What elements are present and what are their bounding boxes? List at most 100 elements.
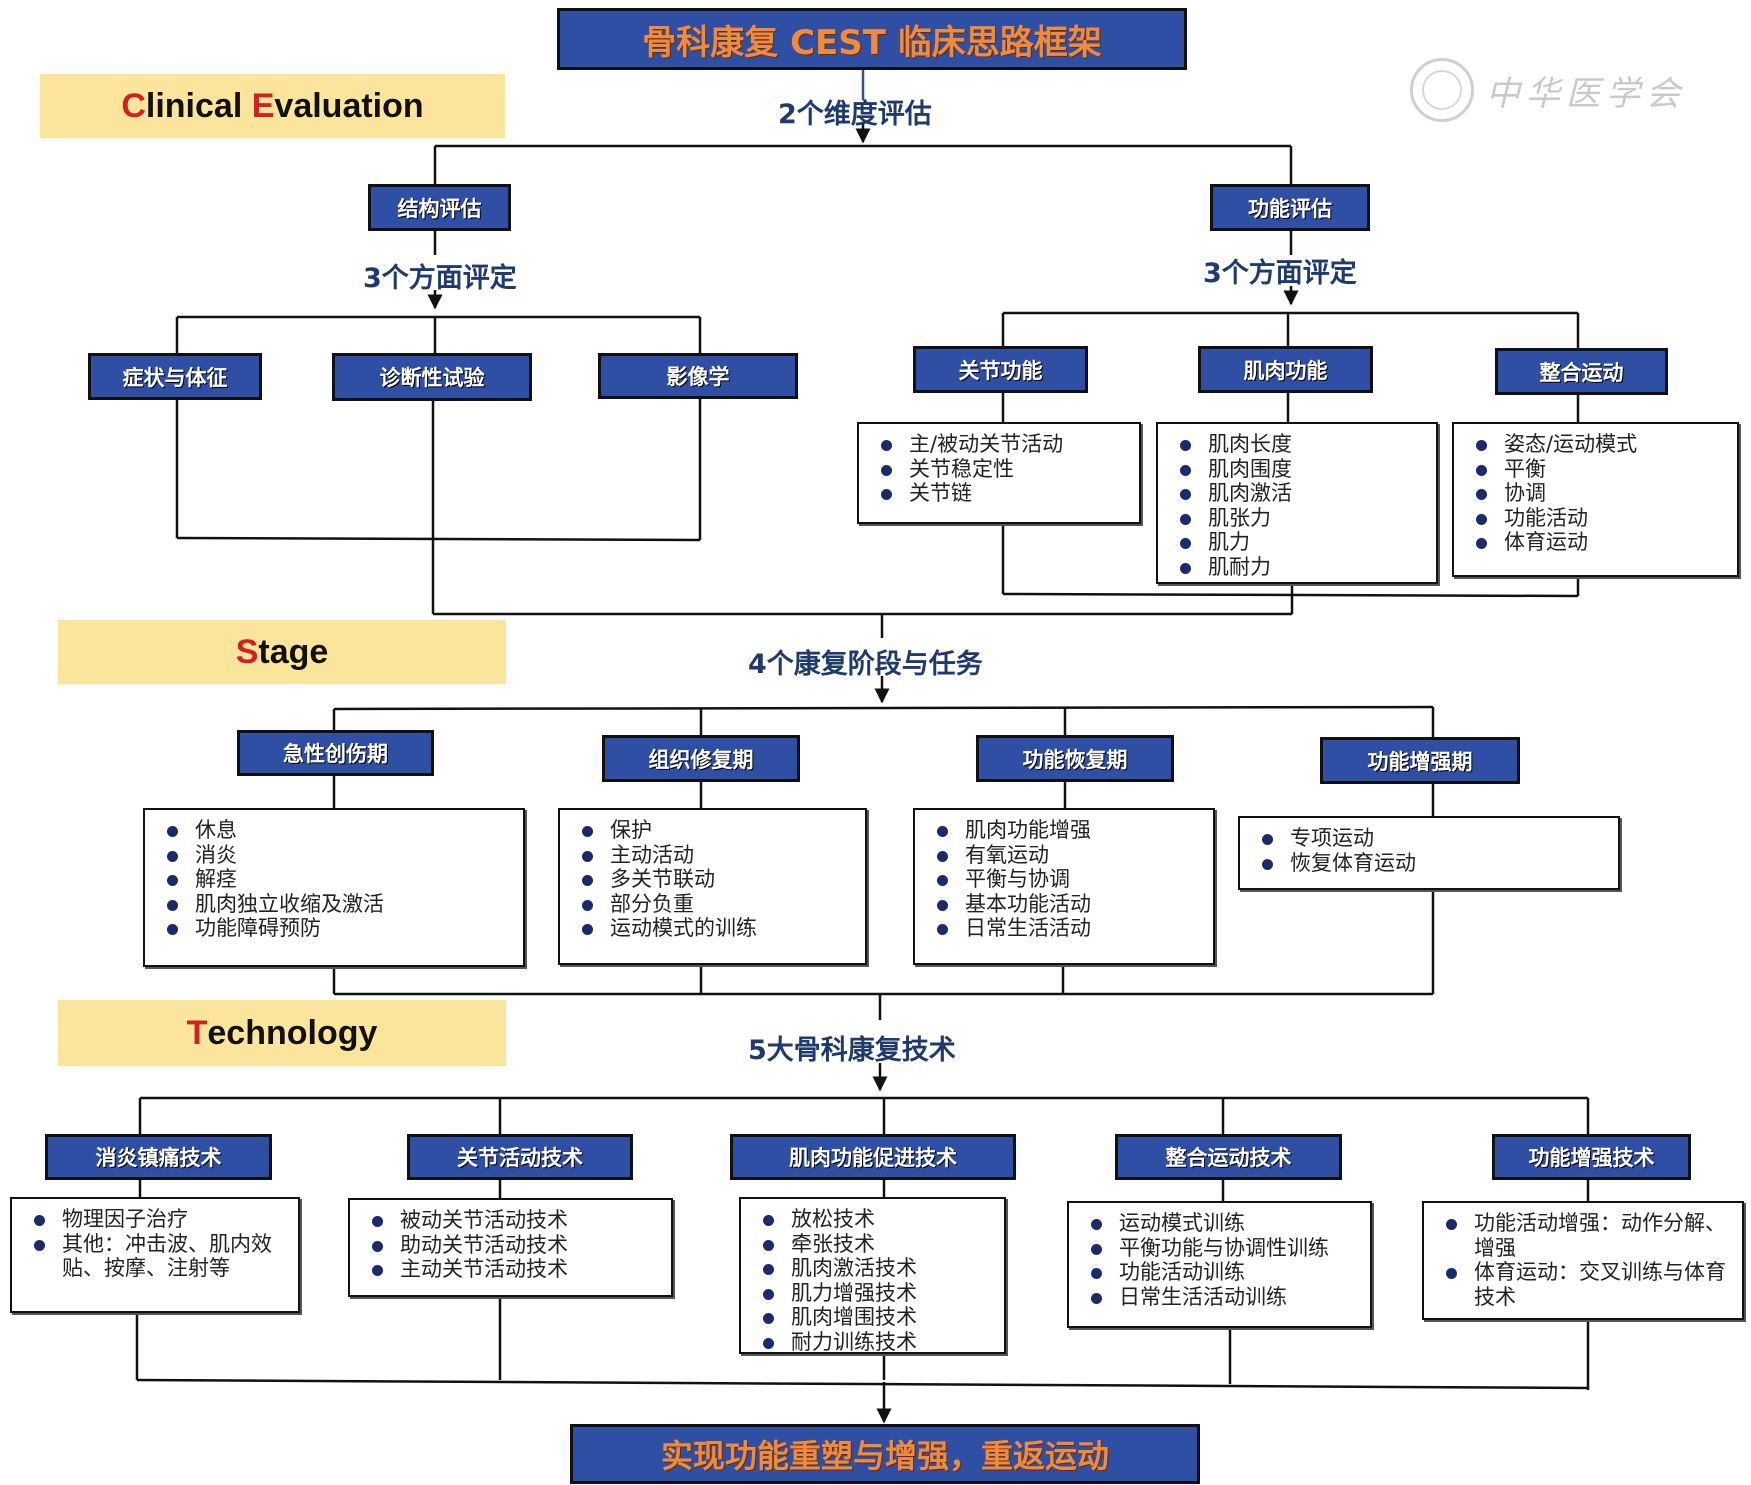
list-item: 多关节联动 bbox=[578, 867, 855, 892]
list-item: 恢复体育运动 bbox=[1258, 851, 1608, 876]
list-item: 功能活动增强：动作分解、增强 bbox=[1442, 1211, 1732, 1260]
node-integrated-movement-tech: 整合运动技术 bbox=[1115, 1134, 1342, 1180]
list-item: 关节稳定性 bbox=[877, 457, 1129, 482]
node-acute-phase: 急性创伤期 bbox=[237, 730, 434, 776]
watermark-text: 中华医学会 bbox=[1486, 73, 1686, 114]
list-integrated-movement-tech: 运动模式训练 平衡功能与协调性训练 功能活动训练 日常生活活动训练 bbox=[1067, 1201, 1372, 1328]
section-initial: T bbox=[186, 1013, 208, 1052]
list-joint-mobility-tech: 被动关节活动技术 助动关节活动技术 主动关节活动技术 bbox=[348, 1198, 673, 1297]
goal-box: 实现功能重塑与增强，重返运动 bbox=[570, 1424, 1200, 1484]
section-initial: C bbox=[121, 86, 146, 125]
node-muscle-function: 肌肉功能 bbox=[1198, 346, 1373, 393]
list-enhancement-phase: 专项运动 恢复体育运动 bbox=[1238, 816, 1620, 890]
node-label: 功能增强期 bbox=[1367, 749, 1473, 774]
list-function-enhancement-tech: 功能活动增强：动作分解、增强 体育运动：交叉训练与体育技术 bbox=[1422, 1201, 1744, 1320]
section-initial: E bbox=[251, 86, 275, 125]
list-item: 保护 bbox=[578, 818, 855, 843]
node-structure-evaluation: 结构评估 bbox=[368, 184, 511, 231]
node-label: 整合运动技术 bbox=[1165, 1146, 1292, 1170]
node-anti-inflammatory-tech: 消炎镇痛技术 bbox=[45, 1134, 272, 1180]
list-item: 体育运动 bbox=[1472, 530, 1727, 555]
list-item: 肌肉围度 bbox=[1176, 457, 1426, 482]
node-label: 功能增强技术 bbox=[1528, 1146, 1655, 1170]
section-text: tage bbox=[258, 632, 329, 671]
node-function-evaluation: 功能评估 bbox=[1210, 184, 1370, 231]
node-label: 症状与体征 bbox=[122, 365, 228, 390]
list-repair-phase: 保护 主动活动 多关节联动 部分负重 运动模式的训练 bbox=[558, 808, 867, 965]
list-item: 平衡功能与协调性训练 bbox=[1087, 1236, 1360, 1261]
node-label: 关节活动技术 bbox=[457, 1146, 583, 1170]
label-function-aspects: 3个方面评定 bbox=[1203, 258, 1357, 289]
list-item: 运动模式训练 bbox=[1087, 1211, 1360, 1236]
list-joint-function: 主/被动关节活动 关节稳定性 关节链 bbox=[857, 422, 1141, 524]
list-item: 物理因子治疗 bbox=[30, 1207, 288, 1232]
node-label: 肌肉功能 bbox=[1243, 358, 1328, 383]
node-label: 影像学 bbox=[666, 365, 730, 389]
list-item: 肌肉激活 bbox=[1176, 481, 1426, 506]
list-item: 主动关节活动技术 bbox=[368, 1257, 661, 1282]
node-label: 诊断性试验 bbox=[379, 366, 485, 390]
list-item: 日常生活活动训练 bbox=[1087, 1285, 1360, 1310]
list-anti-inflammatory-tech: 物理因子治疗 其他：冲击波、肌内效贴、按摩、注射等 bbox=[10, 1197, 300, 1313]
list-item: 耐力训练技术 bbox=[759, 1330, 994, 1355]
node-joint-function: 关节功能 bbox=[913, 346, 1088, 393]
node-label: 功能评估 bbox=[1248, 196, 1332, 221]
list-item: 体育运动：交叉训练与体育技术 bbox=[1442, 1260, 1732, 1309]
node-muscle-function-tech: 肌肉功能促进技术 bbox=[730, 1134, 1016, 1180]
section-text: valuation bbox=[274, 86, 424, 125]
node-enhancement-phase: 功能增强期 bbox=[1320, 737, 1520, 784]
title-box: 骨科康复 CEST 临床思路框架 bbox=[557, 8, 1187, 70]
list-item: 功能活动 bbox=[1472, 506, 1727, 531]
label-stages: 4个康复阶段与任务 bbox=[748, 649, 983, 680]
list-item: 主动活动 bbox=[578, 843, 855, 868]
label-structure-aspects: 3个方面评定 bbox=[363, 263, 517, 294]
list-item: 部分负重 bbox=[578, 892, 855, 917]
list-item: 功能障碍预防 bbox=[163, 916, 513, 941]
node-joint-mobility-tech: 关节活动技术 bbox=[407, 1134, 633, 1180]
list-item: 有氧运动 bbox=[933, 843, 1203, 868]
watermark: 中华医学会 bbox=[1410, 58, 1686, 122]
title-text: 骨科康复 CEST 临床思路框架 bbox=[642, 22, 1102, 63]
label-techniques: 5大骨科康复技术 bbox=[748, 1035, 956, 1066]
list-item: 基本功能活动 bbox=[933, 892, 1203, 917]
list-item: 牵张技术 bbox=[759, 1232, 994, 1257]
list-item: 肌耐力 bbox=[1176, 555, 1426, 580]
list-item: 肌张力 bbox=[1176, 506, 1426, 531]
list-recovery-phase: 肌肉功能增强 有氧运动 平衡与协调 基本功能活动 日常生活活动 bbox=[913, 808, 1215, 965]
list-item: 功能活动训练 bbox=[1087, 1260, 1360, 1285]
list-item: 姿态/运动模式 bbox=[1472, 432, 1727, 457]
list-item: 关节链 bbox=[877, 481, 1129, 506]
node-label: 肌肉功能促进技术 bbox=[789, 1146, 957, 1170]
section-initial: S bbox=[235, 632, 259, 671]
node-symptoms-signs: 症状与体征 bbox=[88, 353, 262, 400]
list-item: 肌肉功能增强 bbox=[933, 818, 1203, 843]
node-label: 结构评估 bbox=[397, 196, 482, 221]
node-imaging: 影像学 bbox=[598, 353, 798, 399]
list-integrated-movement: 姿态/运动模式 平衡 协调 功能活动 体育运动 bbox=[1452, 422, 1739, 577]
node-label: 消炎镇痛技术 bbox=[95, 1146, 222, 1170]
node-integrated-movement: 整合运动 bbox=[1495, 348, 1668, 395]
goal-text: 实现功能重塑与增强，重返运动 bbox=[660, 1437, 1109, 1475]
seal-icon bbox=[1410, 58, 1474, 122]
node-diagnostic-tests: 诊断性试验 bbox=[332, 353, 532, 401]
node-label: 急性创伤期 bbox=[283, 742, 388, 766]
list-item: 肌肉增围技术 bbox=[759, 1305, 994, 1330]
list-item: 助动关节活动技术 bbox=[368, 1233, 661, 1258]
list-muscle-function-tech: 放松技术 牵张技术 肌肉激活技术 肌力增强技术 肌肉增围技术 耐力训练技术 bbox=[739, 1197, 1006, 1354]
node-label: 整合运动 bbox=[1539, 360, 1624, 385]
list-item: 休息 bbox=[163, 818, 513, 843]
list-item: 放松技术 bbox=[759, 1207, 994, 1232]
node-function-enhancement-tech: 功能增强技术 bbox=[1492, 1134, 1691, 1180]
list-item: 平衡 bbox=[1472, 457, 1727, 482]
list-item: 其他：冲击波、肌内效贴、按摩、注射等 bbox=[30, 1232, 288, 1281]
list-item: 平衡与协调 bbox=[933, 867, 1203, 892]
list-item: 协调 bbox=[1472, 481, 1727, 506]
list-item: 消炎 bbox=[163, 843, 513, 868]
list-item: 解痉 bbox=[163, 867, 513, 892]
section-text: echnology bbox=[207, 1013, 378, 1052]
list-item: 肌肉独立收缩及激活 bbox=[163, 892, 513, 917]
